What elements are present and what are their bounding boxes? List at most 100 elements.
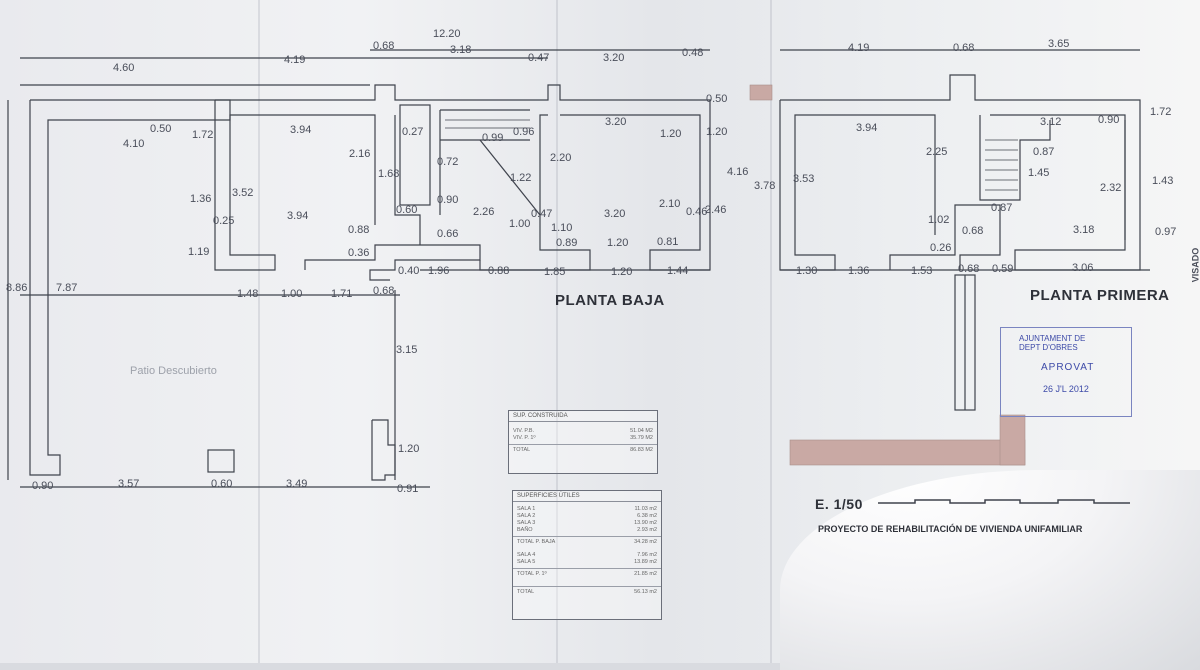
dim-label: 3.06 [1072, 262, 1094, 274]
dim-label: 0.90 [437, 194, 459, 206]
dim-label: 1.71 [331, 288, 353, 300]
dim-label: 1.02 [928, 214, 950, 226]
dim-label: 1.53 [911, 265, 933, 277]
dim-label: 0.25 [213, 215, 235, 227]
dim-label: 3.65 [1048, 38, 1070, 50]
dim-label: 0.88 [488, 265, 510, 277]
dim-label: 1.72 [192, 129, 214, 141]
dim-label: 0.60 [396, 204, 418, 216]
dim-label: 0.96 [513, 126, 535, 138]
dim-label: 3.57 [118, 478, 140, 490]
dim-label: 0.68 [958, 263, 980, 275]
patio-label: Patio Descubierto [130, 365, 217, 377]
dim-label: 1.20 [611, 266, 633, 278]
dim-label: 1.20 [660, 128, 682, 140]
dim-label: 2.46 [705, 204, 727, 216]
title-planta-primera: PLANTA PRIMERA [1030, 287, 1170, 304]
dim-label: 3.53 [793, 173, 815, 185]
dim-label: 3.18 [450, 44, 472, 56]
dim-label: 1.36 [848, 265, 870, 277]
dim-label: 0.27 [402, 126, 424, 138]
dim-label: 2.25 [926, 146, 948, 158]
dim-label: 0.90 [32, 480, 54, 492]
dim-label: 3.20 [604, 208, 626, 220]
dim-label: 4.60 [113, 62, 135, 74]
dim-label: 4.19 [284, 54, 306, 66]
dim-label: 0.40 [398, 265, 420, 277]
dim-label: 1.30 [796, 265, 818, 277]
stamp-date: 26 J'L 2012 [1043, 384, 1089, 394]
project-title: PROYECTO DE REHABILITACIÓN DE VIVIENDA U… [818, 524, 1083, 534]
dim-label: 0.89 [556, 237, 578, 249]
dim-label: 4.10 [123, 138, 145, 150]
dim-label: 2.20 [550, 152, 572, 164]
dim-label: 3.52 [232, 187, 254, 199]
dim-label: 0.60 [211, 478, 233, 490]
dim-label: 0.26 [930, 242, 952, 254]
table-header: SUPERFICIES ÚTILES [513, 491, 661, 502]
dim-label: 0.66 [437, 228, 459, 240]
dim-label: 0.97 [1155, 226, 1177, 238]
dim-label: 2.32 [1100, 182, 1122, 194]
dim-label: 4.19 [848, 42, 870, 54]
dim-label: 2.26 [473, 206, 495, 218]
dim-label: 1.20 [607, 237, 629, 249]
dim-label: 3.15 [396, 344, 418, 356]
dim-label: 1.10 [551, 222, 573, 234]
dim-label: 1.43 [1152, 175, 1174, 187]
dim-label: 3.49 [286, 478, 308, 490]
dim-label: 0.48 [682, 47, 704, 59]
dim-label: 0.36 [348, 247, 370, 259]
title-planta-baja: PLANTA BAJA [555, 292, 665, 309]
dim-label: 2.16 [349, 148, 371, 160]
table-header: SUP. CONSTRUIDA [509, 411, 657, 422]
dim-label: 1.00 [509, 218, 531, 230]
dim-label: 1.20 [706, 126, 728, 138]
stamp-status: APROVAT [1041, 362, 1095, 373]
dim-label: 1.44 [667, 265, 689, 277]
dim-label: 0.68 [373, 285, 395, 297]
dim-label: 3.12 [1040, 116, 1062, 128]
stamp-line: DEPT D'OBRES [1019, 343, 1078, 352]
dim-label: 0.59 [992, 263, 1014, 275]
dim-label: 7.87 [56, 282, 78, 294]
dim-label: 0.99 [482, 132, 504, 144]
dim-label: 3.78 [754, 180, 776, 192]
dim-label: 1.20 [398, 443, 420, 455]
dim-label: 1.19 [188, 246, 210, 258]
dim-label: 1.45 [1028, 167, 1050, 179]
dim-label: 0.81 [657, 236, 679, 248]
dim-label: 1.36 [190, 193, 212, 205]
approval-stamp: AJUNTAMENT DE DEPT D'OBRES APROVAT 26 J'… [1000, 327, 1132, 417]
dim-label: 1.72 [1150, 106, 1172, 118]
dim-label: 3.18 [1073, 224, 1095, 236]
dim-label: 0.91 [397, 483, 419, 495]
dim-label: 0.50 [150, 123, 172, 135]
dim-label: 0.47 [531, 208, 553, 220]
dim-label: 0.68 [373, 40, 395, 52]
dim-label: 0.50 [706, 93, 728, 105]
dim-label: 3.94 [290, 124, 312, 136]
dim-label: 1.22 [510, 172, 532, 184]
dim-label: 1.68 [378, 168, 400, 180]
dim-label: 0.87 [1033, 146, 1055, 158]
dim-label: 0.87 [991, 202, 1013, 214]
dim-label: 2.10 [659, 198, 681, 210]
dim-label: 1.00 [281, 288, 303, 300]
fold-line [556, 0, 558, 663]
dim-label: 0.72 [437, 156, 459, 168]
stamp-line: AJUNTAMENT DE [1019, 334, 1086, 343]
dim-label: 0.47 [528, 52, 550, 64]
table-row: VIV. P.B.51.04 M2 [513, 428, 653, 434]
